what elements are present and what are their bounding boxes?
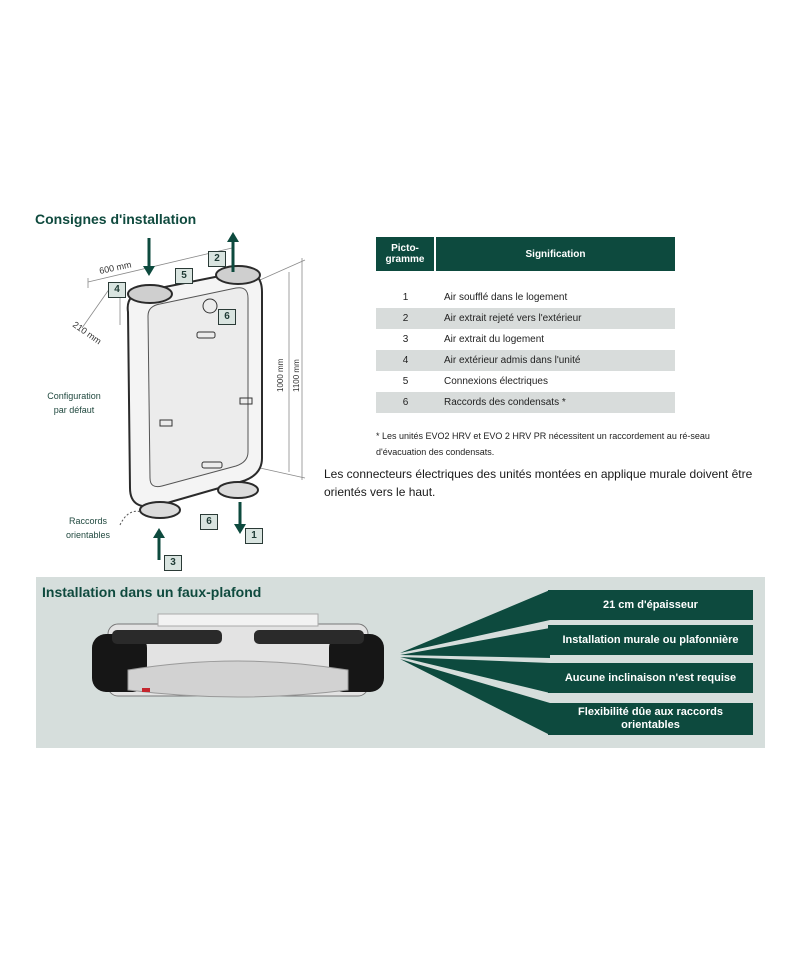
table-row: 4 Air extérieur admis dans l'unité	[376, 350, 675, 371]
row-num: 1	[402, 292, 409, 303]
table-row: 3 Air extrait du logement	[376, 329, 675, 350]
table-footnote: * Les unités EVO2 HRV et EVO 2 HRV PR né…	[376, 431, 710, 457]
dim-width-text: 600 mm	[98, 259, 132, 276]
wall-mount-note: Les connecteurs électriques des unités m…	[324, 467, 753, 499]
table-row: 1 Air soufflé dans le logement	[376, 287, 675, 308]
row-text: Air extrait du logement	[444, 334, 545, 345]
raccords-label-line1: Raccords	[68, 516, 107, 526]
row-text: Air extrait rejeté vers l'extérieur	[435, 308, 675, 329]
config-default-label: Configuration par défaut	[38, 389, 110, 417]
row-text: Connexions électriques	[444, 376, 548, 387]
row-num: 4	[376, 350, 435, 371]
unit-diagram-drawing: 600 mm 210 mm 1000 mm 1100 mm	[71, 232, 306, 560]
table-header-pictogram: Picto- gramme	[376, 237, 436, 271]
raccords-label: Raccords orientables	[50, 514, 126, 542]
ceiling-unit-image	[92, 613, 384, 698]
config-label-line1: Configuration	[47, 391, 101, 401]
feature-flexible-connectors: Flexibilité dûe aux raccords orientables	[548, 703, 753, 735]
row-text: Air soufflé dans le logement	[444, 292, 568, 303]
dim-height-outer-text: 1100 mm	[292, 359, 301, 392]
table-row: 5 Connexions électriques	[376, 371, 675, 392]
feature-thickness: 21 cm d'épaisseur	[548, 590, 753, 620]
row-num: 6	[376, 392, 435, 413]
feature-mounting: Installation murale ou plafonnière	[548, 625, 753, 655]
section-title-installation: Consignes d'installation	[35, 211, 197, 227]
pictogram-table: Picto- gramme Signification 1 Air souffl…	[376, 237, 675, 413]
raccords-label-line2: orientables	[65, 530, 111, 540]
badge-4: 4	[108, 282, 126, 298]
table-row: 6 Raccords des condensats *	[376, 392, 675, 413]
row-text: Raccords des condensats *	[435, 392, 675, 413]
badge-3: 3	[164, 555, 182, 571]
badge-5: 5	[175, 268, 193, 284]
section-title-ceiling: Installation dans un faux-plafond	[42, 584, 262, 600]
feature-rays	[400, 590, 550, 735]
config-label-line2: par défaut	[53, 405, 95, 415]
dim-height-inner-text: 1000 mm	[276, 358, 285, 392]
row-num: 3	[402, 334, 409, 345]
table-header-row: Picto- gramme Signification	[376, 237, 675, 271]
badge-1: 1	[245, 528, 263, 544]
row-num: 2	[376, 308, 435, 329]
dim-depth-text: 210 mm	[71, 319, 103, 346]
table-spacer	[376, 271, 675, 287]
badge-2: 2	[208, 251, 226, 267]
table-row: 2 Air extrait rejeté vers l'extérieur	[376, 308, 675, 329]
unit-diagram: 600 mm 210 mm 1000 mm 1100 mm	[0, 230, 320, 575]
header-picto-line1: Picto-	[391, 243, 419, 254]
badge-6-bottom: 6	[200, 514, 218, 530]
feature-no-tilt: Aucune inclinaison n'est requise	[548, 663, 753, 693]
row-text: Air extérieur admis dans l'unité	[435, 350, 675, 371]
row-num: 5	[402, 376, 409, 387]
badge-6-top: 6	[218, 309, 236, 325]
table-header-signification: Signification	[435, 237, 675, 271]
header-picto-line2: gramme	[385, 254, 425, 265]
